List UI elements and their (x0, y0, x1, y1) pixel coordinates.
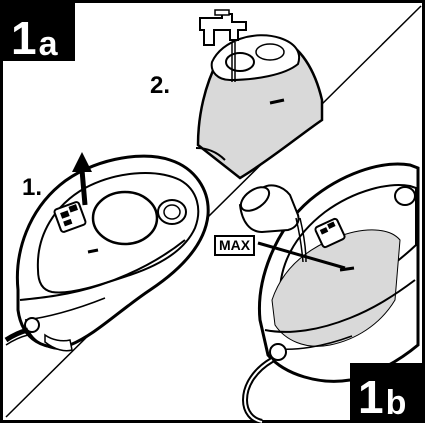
max-fill-label: MAX (214, 235, 256, 257)
max-pointer-line (257, 241, 346, 270)
panel-1b-letter: b (385, 384, 407, 422)
panel-1a-letter: a (38, 25, 58, 63)
measuring-cup-pouring (238, 184, 307, 263)
panel-divider (5, 5, 422, 418)
steam-cleaner-base-1a (4, 152, 210, 352)
panel-1a-badge: 1 a (3, 3, 75, 61)
water-tank-under-tap (195, 9, 324, 180)
panel-1b-number: 1 (358, 371, 384, 423)
panel-1a-number: 1 (11, 12, 37, 64)
panel-1b-badge: 1 b (350, 363, 422, 420)
step-2-label: 2. (150, 72, 171, 99)
step-1-label: 1. (22, 174, 43, 201)
